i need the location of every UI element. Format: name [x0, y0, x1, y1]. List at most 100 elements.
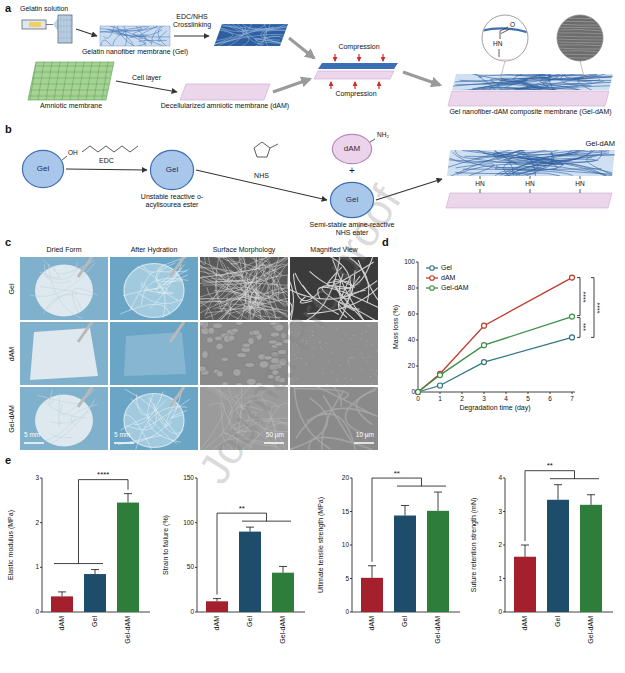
category-label: Gel [401, 616, 409, 627]
illustration-part [250, 282, 279, 320]
illustration-part [556, 48, 604, 49]
illustration-part [163, 269, 189, 285]
illustration-part [350, 338, 351, 339]
illustration-part [205, 15, 248, 38]
illustration-part [348, 360, 349, 361]
illustration-part [20, 387, 108, 450]
illustration-part [367, 325, 368, 326]
illustration-part [20, 96, 120, 97]
illustration-part [374, 374, 375, 375]
illustration-part [556, 57, 604, 58]
illustration-part [29, 22, 41, 27]
illustration-part [377, 323, 378, 324]
bar [361, 578, 383, 612]
illustration-part [200, 264, 286, 279]
illustration-part [345, 387, 378, 436]
illustration-part [556, 42, 604, 43]
legend-marker [430, 286, 435, 291]
illustration-part [64, 15, 65, 43]
tick-label: 100 [404, 258, 415, 265]
illustration-part [495, 159, 595, 183]
illustration-part [500, 61, 505, 80]
illustration-part [322, 367, 323, 368]
illustration-part [20, 90, 120, 91]
illustration-part [158, 31, 167, 42]
illustration-part [556, 45, 604, 46]
connector-arrow [196, 170, 327, 200]
data-line [418, 317, 572, 392]
illustration-part [591, 495, 592, 505]
illustration-part [228, 335, 235, 341]
illustration-part [243, 343, 251, 347]
illustration-part [137, 266, 165, 318]
illustration-part [46, 24, 53, 25]
tick-label: 0 [35, 608, 39, 615]
illustration-part [350, 612, 352, 613]
bar [272, 573, 294, 612]
illustrated-part: Amniotic membrane [28, 62, 114, 100]
illustration-part [372, 478, 422, 562]
illustration-part [348, 362, 349, 363]
significance-mark: ** [394, 470, 400, 478]
illustration-part [462, 392, 463, 394]
bar [514, 557, 536, 612]
illustration-part [253, 257, 257, 320]
illustration-part [500, 151, 610, 180]
illustration-part [195, 478, 197, 479]
illustration-part [110, 387, 198, 450]
illustration-part [556, 18, 604, 19]
illustration-part [214, 29, 233, 41]
illustration-part [455, 172, 536, 174]
illustration-part [67, 15, 68, 43]
illustration-part [418, 392, 575, 393]
illustration-part [336, 378, 337, 379]
panel-letter: e [5, 454, 11, 467]
illustration-part [438, 140, 622, 185]
scale-bar-label: 5 mm [114, 431, 130, 438]
illustration-part [110, 257, 198, 320]
circle-node: Gel [22, 150, 64, 188]
illustration-part [353, 357, 354, 358]
illustration-part [70, 62, 76, 100]
illustration-part [376, 370, 377, 371]
illustration-part [362, 357, 363, 358]
chemical-group: NH₂ [377, 131, 389, 138]
tick-label: 1 [35, 564, 39, 571]
axis-title: Mass loss (%) [392, 305, 400, 349]
column-header: Surface Morphology [213, 246, 276, 254]
significance-mark: **** [582, 292, 590, 303]
illustration-part [102, 62, 108, 100]
illustration-part [350, 511, 352, 512]
bar [117, 503, 139, 612]
node-text: Decellularized amniotic membrane (dAM) [161, 102, 289, 110]
axis-title: Suture retention strength (mN) [470, 498, 478, 593]
illustration-part [59, 394, 61, 427]
category-label: dAM [368, 616, 376, 630]
illustration-part [401, 505, 409, 506]
row-label: Gel [8, 283, 16, 294]
illustration-part [258, 257, 288, 313]
illustration-part [368, 565, 376, 566]
illustration-part [103, 26, 115, 38]
scale-bar-label: 10 μm [356, 431, 374, 438]
illustration-part [247, 257, 271, 283]
illustration-part [246, 527, 254, 528]
column-header: Dried Form [46, 246, 81, 254]
illustration-part [151, 26, 170, 45]
bar [51, 596, 73, 612]
illustration-part [340, 365, 341, 366]
category-label: Gel-dAM [124, 616, 132, 644]
illustration-part [530, 176, 531, 179]
illustration-part [370, 344, 371, 345]
illustration-part [353, 335, 354, 336]
column-header: Magnified View [310, 246, 357, 254]
illustration-part [78, 322, 92, 342]
illustration-part [62, 62, 68, 100]
illustration-part [62, 592, 63, 596]
illustration-part [121, 417, 150, 431]
illustration-part [78, 257, 92, 277]
illustration-part [503, 511, 505, 512]
illustration-part [522, 150, 602, 162]
illustration-part [513, 163, 615, 181]
